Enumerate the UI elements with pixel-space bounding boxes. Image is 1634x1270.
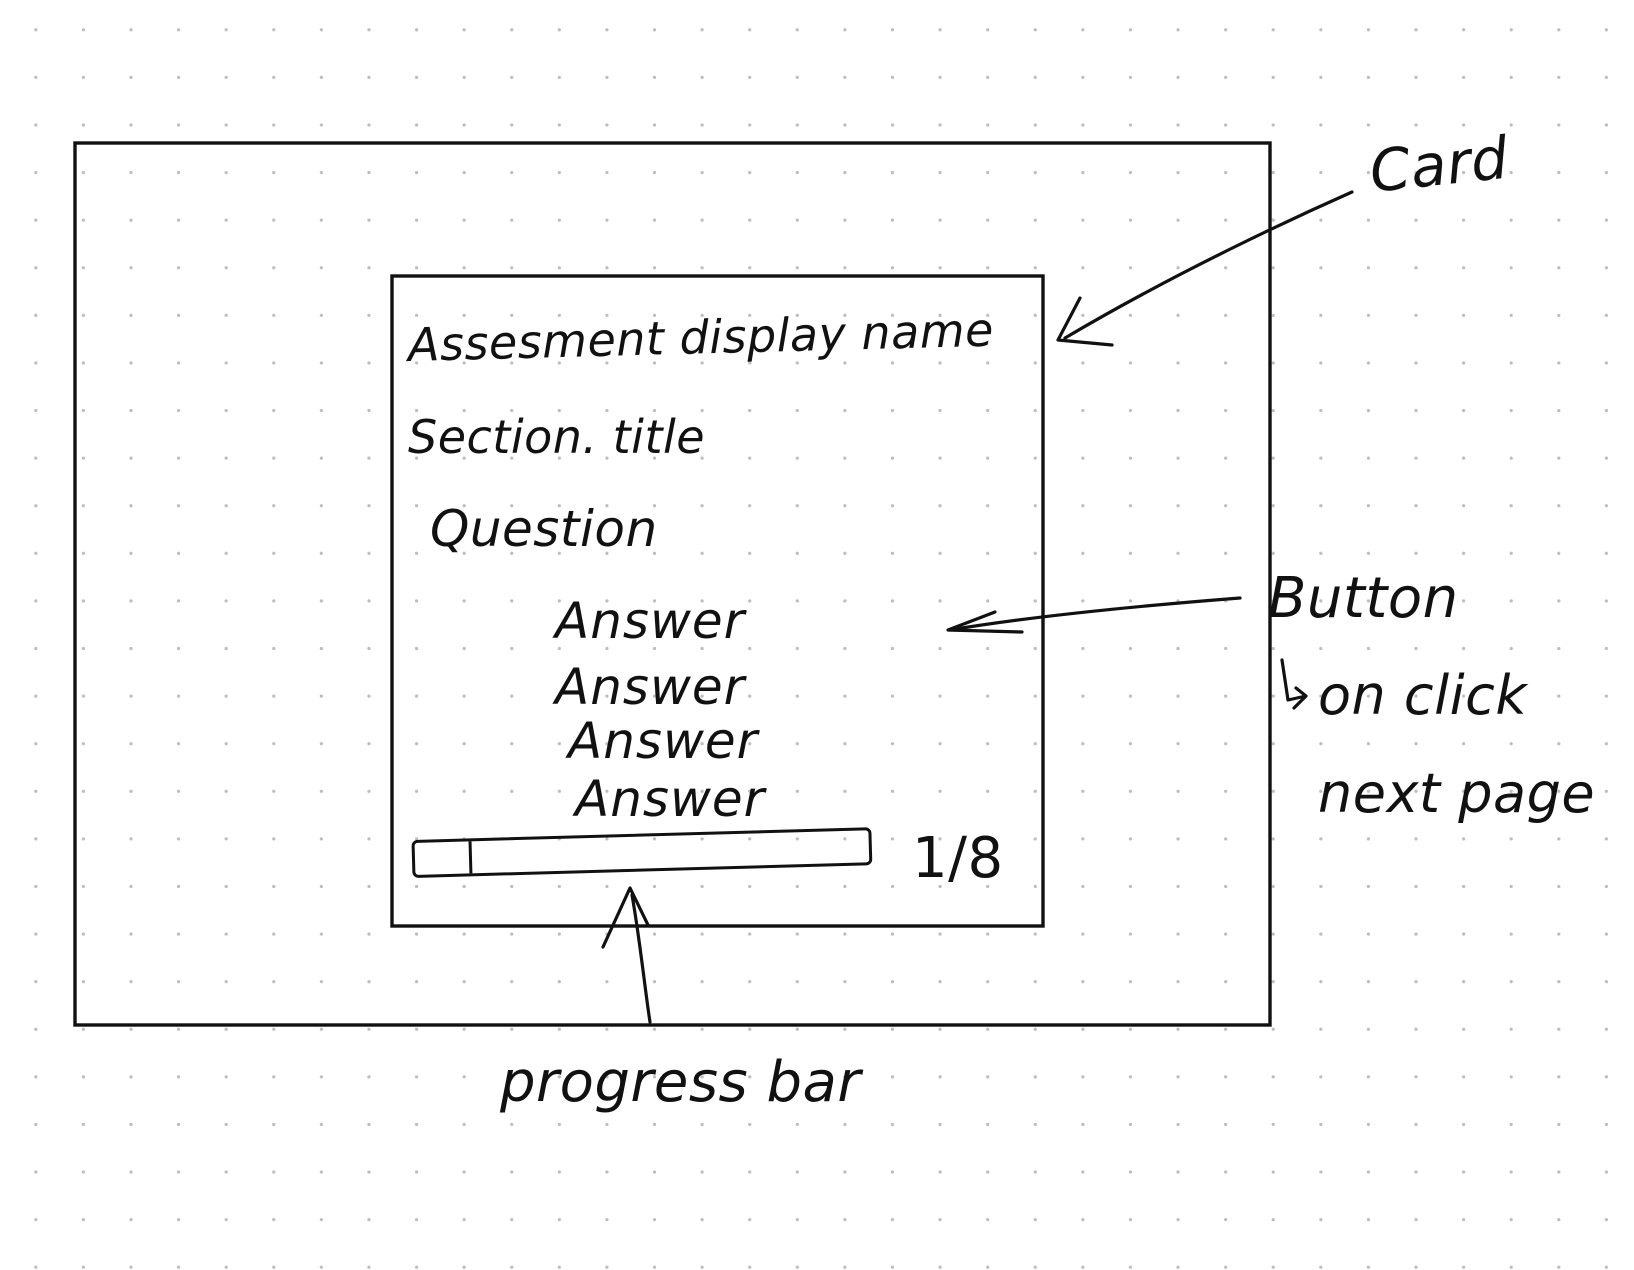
button-arrow [948, 596, 1242, 632]
answer-button-1[interactable]: Answer [555, 592, 746, 650]
answer-button-2[interactable]: Answer [555, 658, 746, 716]
progress-count: 1/8 [912, 826, 1004, 891]
on-click-arrow [1280, 658, 1308, 710]
page-frame [73, 141, 1272, 1027]
button-next-page-annotation: next page [1318, 762, 1596, 825]
answer-button-4[interactable]: Answer [575, 770, 766, 828]
section-title: Section. title [408, 410, 706, 464]
button-on-click-annotation: on click [1318, 664, 1528, 727]
card-arrow [1063, 190, 1354, 340]
button-annotation: Button [1268, 566, 1459, 631]
question-text: Question [430, 500, 658, 558]
answer-button-3[interactable]: Answer [568, 712, 759, 770]
card-annotation: Card [1366, 123, 1512, 206]
button-arrow-head [946, 610, 1024, 634]
progress-arrow-head [601, 886, 650, 949]
card-arrow-head [1056, 296, 1114, 347]
progress-arrow [630, 893, 652, 1024]
card-frame [390, 274, 1045, 928]
progress-bar-annotation: progress bar [500, 1050, 861, 1115]
progress-bar-fill [414, 841, 473, 875]
